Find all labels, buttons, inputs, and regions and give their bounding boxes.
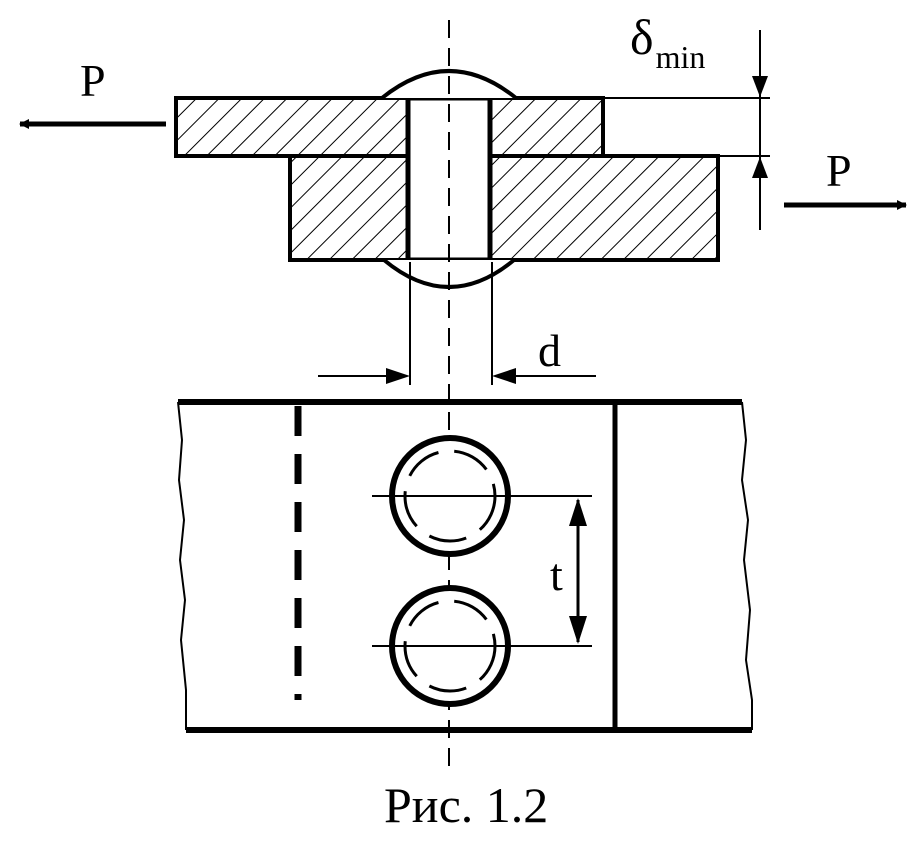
- force-label-left: P: [80, 55, 106, 106]
- diameter-label: d: [538, 325, 561, 376]
- rivet-head-plan-2: [372, 585, 592, 707]
- top-plate-left: [174, 96, 410, 158]
- pitch-label: t: [550, 549, 563, 600]
- thickness-arrow-up: [752, 157, 768, 178]
- force-label-right: P: [826, 145, 852, 196]
- rivet-shank: [405, 95, 493, 263]
- rivet-head-plan-1: [372, 435, 592, 557]
- bottom-plate-left: [288, 154, 410, 262]
- bottom-plate-right: [488, 154, 720, 262]
- thickness-label: δmin: [630, 9, 705, 73]
- plate-break-left: [177, 401, 187, 730]
- thickness-subscript: min: [655, 39, 706, 75]
- figure-caption: Рис. 1.2: [384, 777, 549, 833]
- plan-view: [177, 399, 753, 733]
- thickness-arrow-down: [752, 76, 768, 97]
- diameter-dimension: [318, 262, 596, 385]
- thickness-symbol: δ: [630, 9, 654, 65]
- section-view: [19, 30, 907, 289]
- pitch-dimension: [569, 498, 587, 644]
- top-plate-right: [488, 96, 605, 158]
- plate-break-right: [740, 401, 753, 730]
